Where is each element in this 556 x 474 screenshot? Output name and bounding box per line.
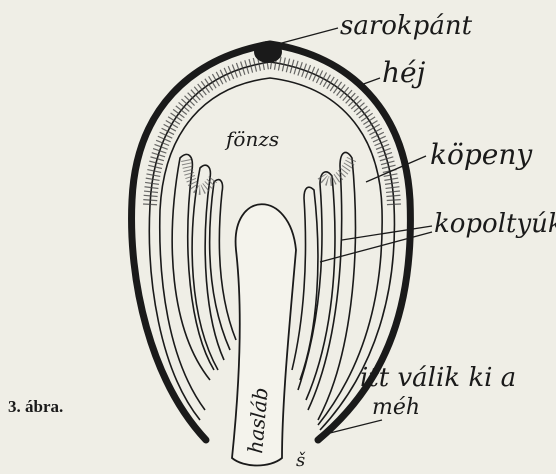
label-itt-valik-line2: méh	[372, 395, 420, 420]
right-gill-hatching	[322, 158, 352, 181]
label-bottom-mark: š	[296, 450, 306, 471]
pointer-kopoltyuk-1	[320, 232, 432, 262]
label-kopoltyuk: kopoltyúk	[434, 209, 556, 239]
hinge-ligament	[254, 41, 282, 63]
right-gill-1	[308, 152, 355, 420]
label-sarokpant: sarokpánt	[340, 11, 473, 41]
label-fonzs: fönzs	[224, 127, 279, 151]
left-gill-2	[192, 165, 224, 370]
left-gill-3	[210, 180, 236, 350]
label-kopeny: köpeny	[430, 138, 533, 171]
label-hej: héj	[382, 56, 426, 89]
label-itt-valik-line1: itt válik ki a	[360, 363, 516, 393]
figure-caption: 3. ábra.	[8, 397, 63, 416]
right-gill-3	[292, 187, 318, 380]
pointer-sarokpant	[278, 28, 338, 44]
